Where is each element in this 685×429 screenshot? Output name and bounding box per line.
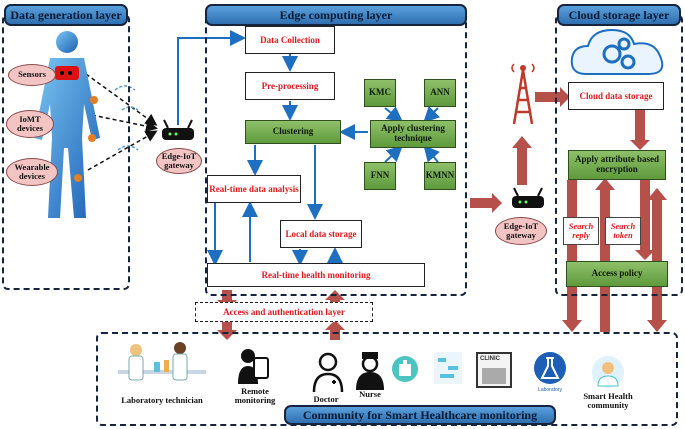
cloud-data-storage-box: Cloud data storage [568,82,664,110]
wearable-icon [88,134,96,142]
remote-monitoring-icon [238,349,269,384]
dashed-line-sensors [85,73,158,126]
arrow-fnn-to-apply [384,145,403,163]
clinic-door [482,368,506,384]
realtime-analysis-box: Real-time data analysis [207,175,301,203]
dashed-line-iomt [91,114,158,133]
preprocessing-box: Pre-processing [245,72,335,100]
router-icon [512,187,544,208]
data-collection-box: Data Collection [245,26,335,54]
fnn-box: FNN [364,162,396,190]
access-auth-layer-box: Access and authentication layer [195,302,373,322]
cell-tower-icon [511,63,535,125]
edge-computing-layer-frame [205,14,467,296]
laboratory-technician-icon [118,342,206,381]
arrow-ann-to-apply [423,105,441,123]
arrow-kmc-to-apply [384,106,404,123]
kmnn-box: KMNN [424,162,456,190]
hospital-icon [392,356,418,382]
arrow-gateway-to-collection [177,30,246,125]
nurse-label: Nurse [359,389,381,399]
ann-box: ANN [424,79,456,107]
laboratory-icon-label: Laboratory [538,387,562,393]
smart-health-community-icon [592,356,624,388]
edge-computing-layer-header: Edge computing layer [205,4,467,26]
clustering-box: Clustering [245,120,341,144]
sensor-patch-icon [55,66,79,80]
router-icon [162,119,194,140]
community-frame [96,332,678,426]
laboratory-icon [534,352,566,384]
cloud-storage-layer-header: Cloud storage layer [557,4,681,26]
community-header: Community for Smart Healthcare monitorin… [284,405,556,425]
clinic-icon: CLINIC [476,352,512,388]
kmc-box: KMC [364,79,396,107]
access-policy-box: Access policy [566,261,668,287]
doctor-icon [312,352,344,392]
cloud-gear-icon [570,28,664,75]
local-storage-box: Local data storage [280,220,362,248]
dashed-line-wearable [87,130,158,171]
clinic-sign: CLINIC [480,356,500,362]
nurse-icon [356,352,384,390]
medical-equipment-icon [434,352,462,384]
data-generation-layer-header: Data generation layer [4,4,128,26]
lab-technician-label: Laboratory technician [121,395,203,405]
realtime-monitoring-box: Real-time health monitoring [207,263,425,287]
sensors-label: Sensors [8,64,56,86]
doctor-label: Doctor [313,394,339,404]
arrow-kmnn-to-apply [423,144,440,163]
wearable-icon [74,174,82,182]
iomt-device-icon [90,96,98,104]
